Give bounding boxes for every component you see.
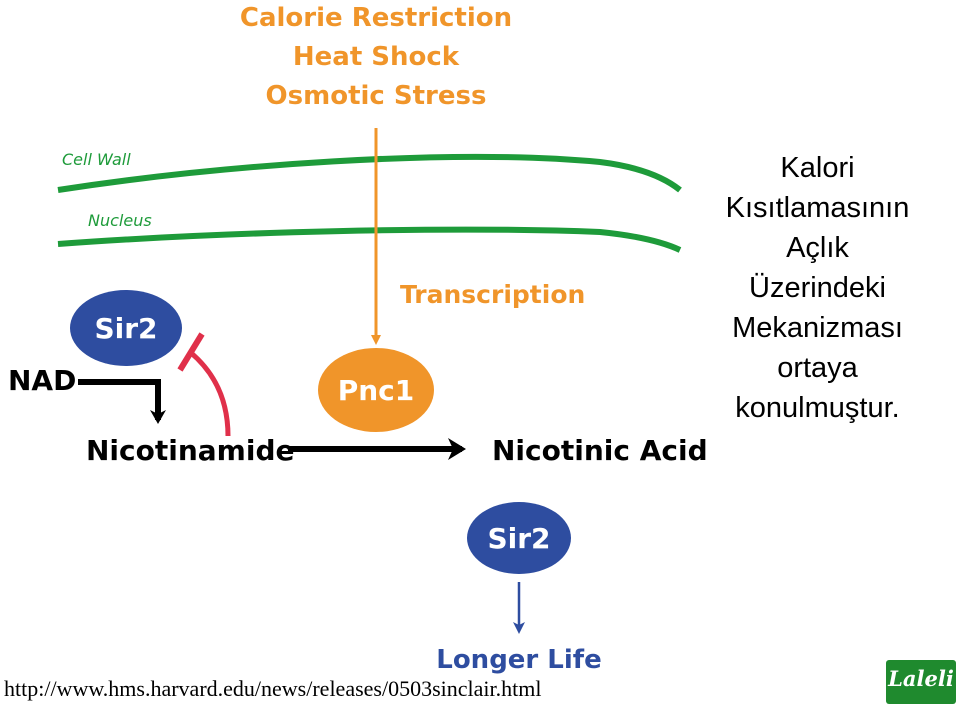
side-note-line: Üzerindeki — [749, 272, 886, 304]
side-note-line: Kalori — [780, 152, 855, 184]
stress-label-osmotic-stress: Osmotic Stress — [266, 81, 487, 111]
side-note-line: Kısıtlamasının — [725, 192, 910, 224]
side-note-line: ortaya — [777, 352, 858, 384]
side-note-line: konulmuştur. — [735, 392, 900, 424]
laleli-logo: Laleli — [886, 660, 956, 704]
transcription-label: Transcription — [400, 280, 585, 309]
nucleus-line — [57, 226, 682, 253]
side-note: Kalori Kısıtlamasının Açlık Üzerindeki M… — [680, 148, 955, 428]
inhibition-curve — [188, 350, 231, 437]
nicotinamide-label: Nicotinamide — [86, 434, 294, 467]
cell-wall-line — [57, 153, 682, 193]
side-note-line: Açlık — [786, 232, 849, 264]
logo-text: Laleli — [888, 666, 954, 691]
sir2-top-label: Sir2 — [94, 312, 157, 345]
nad-to-nicotinamide-arrow — [78, 379, 166, 424]
pnc1-oval — [318, 348, 434, 432]
stress-label-heat-shock: Heat Shock — [293, 42, 460, 72]
nad-label: NAD — [8, 364, 76, 397]
sir2-bottom-label: Sir2 — [487, 522, 550, 555]
sir2-bottom-oval — [467, 502, 571, 574]
stress-label-calorie-restriction: Calorie Restriction — [240, 3, 512, 33]
longer-life-label: Longer Life — [436, 645, 601, 675]
nicotinic-acid-label: Nicotinic Acid — [492, 434, 708, 467]
cell-wall-label: Cell Wall — [62, 150, 131, 169]
pnc1-label: Pnc1 — [338, 374, 415, 407]
sir2-top-oval — [70, 290, 182, 366]
nucleus-label: Nucleus — [88, 211, 152, 230]
source-url[interactable]: http://www.hms.harvard.edu/news/releases… — [4, 676, 542, 701]
inhibition-bar — [177, 332, 205, 372]
side-note-line: Mekanizması — [732, 312, 903, 344]
